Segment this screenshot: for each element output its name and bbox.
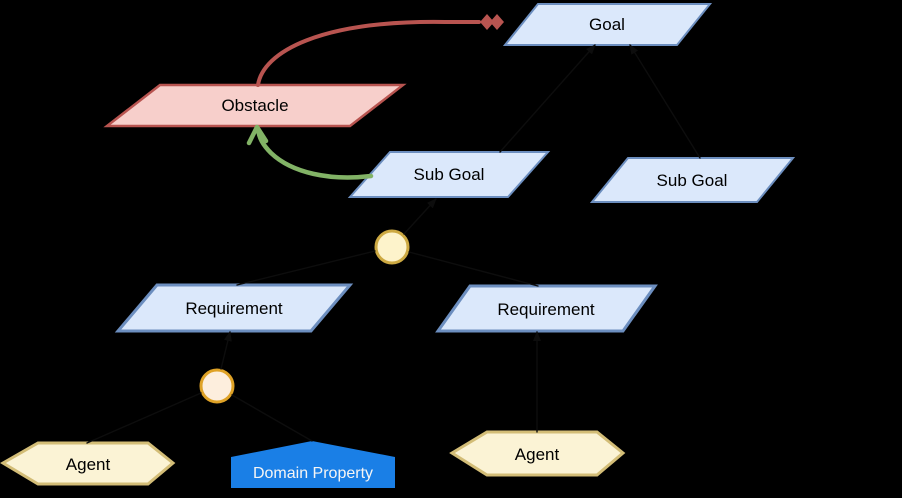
node-subgoal-right[interactable]: Sub Goal	[589, 157, 796, 203]
edge-refine-circle-lower-to-requirement-left[interactable]	[220, 331, 232, 370]
requirement-left-shape[interactable]	[114, 283, 354, 333]
node-agent-left[interactable]: Agent	[0, 441, 176, 486]
and-circle-upper-shape[interactable]	[374, 229, 410, 265]
subgoal-left-shape[interactable]	[347, 151, 551, 198]
node-obstacle[interactable]: Obstacle	[103, 83, 407, 128]
obstructs-double-diamond-1	[480, 14, 494, 30]
node-requirement-right[interactable]: Requirement	[435, 284, 658, 333]
resolves-open-arrowhead	[246, 124, 269, 146]
label-obstacle: Obstacle	[221, 96, 288, 115]
edge-join-requirement-left-to-circle-upper[interactable]	[236, 250, 376, 286]
label-requirement-right: Requirement	[497, 300, 595, 319]
label-requirement-left: Requirement	[185, 299, 283, 318]
node-and-circle-lower[interactable]	[199, 368, 235, 404]
requirement-right-shape[interactable]	[435, 284, 658, 333]
label-domain-property: Domain Property	[253, 465, 373, 482]
node-agent-right[interactable]: Agent	[449, 430, 626, 477]
label-subgoal-left: Sub Goal	[414, 165, 485, 184]
node-domain-property[interactable]: Domain Property	[231, 441, 395, 488]
obstructs-double-diamond-2	[490, 14, 504, 30]
node-requirement-left[interactable]: Requirement	[114, 283, 354, 333]
label-subgoal-right: Sub Goal	[657, 171, 728, 190]
node-goal[interactable]: Goal	[502, 3, 713, 46]
obstacle-shape[interactable]	[103, 83, 407, 128]
domain-property-shape[interactable]	[231, 441, 395, 488]
goal-shape[interactable]	[502, 3, 713, 46]
edge-join-domain-property-to-circle-lower[interactable]	[231, 394, 313, 442]
edge-refine-subgoal-right-to-goal[interactable]	[629, 44, 701, 159]
edge-refine-subgoal-left-to-goal[interactable]	[499, 44, 596, 153]
label-agent-right: Agent	[515, 445, 560, 464]
agent-right-shape[interactable]	[449, 430, 626, 477]
agent-left-shape[interactable]	[0, 441, 176, 486]
node-and-circle-upper[interactable]	[374, 229, 410, 265]
edge-join-agent-left-to-circle-lower[interactable]	[86, 392, 202, 444]
edge-resolves-subgoal-left-to-obstacle[interactable]	[255, 126, 374, 180]
edge-obstructs-obstacle-to-goal[interactable]	[256, 19, 481, 87]
subgoal-right-shape[interactable]	[589, 157, 796, 203]
edge-refine-circle-upper-to-subgoal-left[interactable]	[403, 198, 437, 235]
and-circle-lower-shape[interactable]	[199, 368, 235, 404]
label-goal: Goal	[589, 15, 625, 34]
node-subgoal-left[interactable]: Sub Goal	[347, 151, 551, 198]
edge-join-requirement-right-to-circle-upper[interactable]	[408, 251, 539, 287]
label-agent-left: Agent	[66, 455, 111, 474]
